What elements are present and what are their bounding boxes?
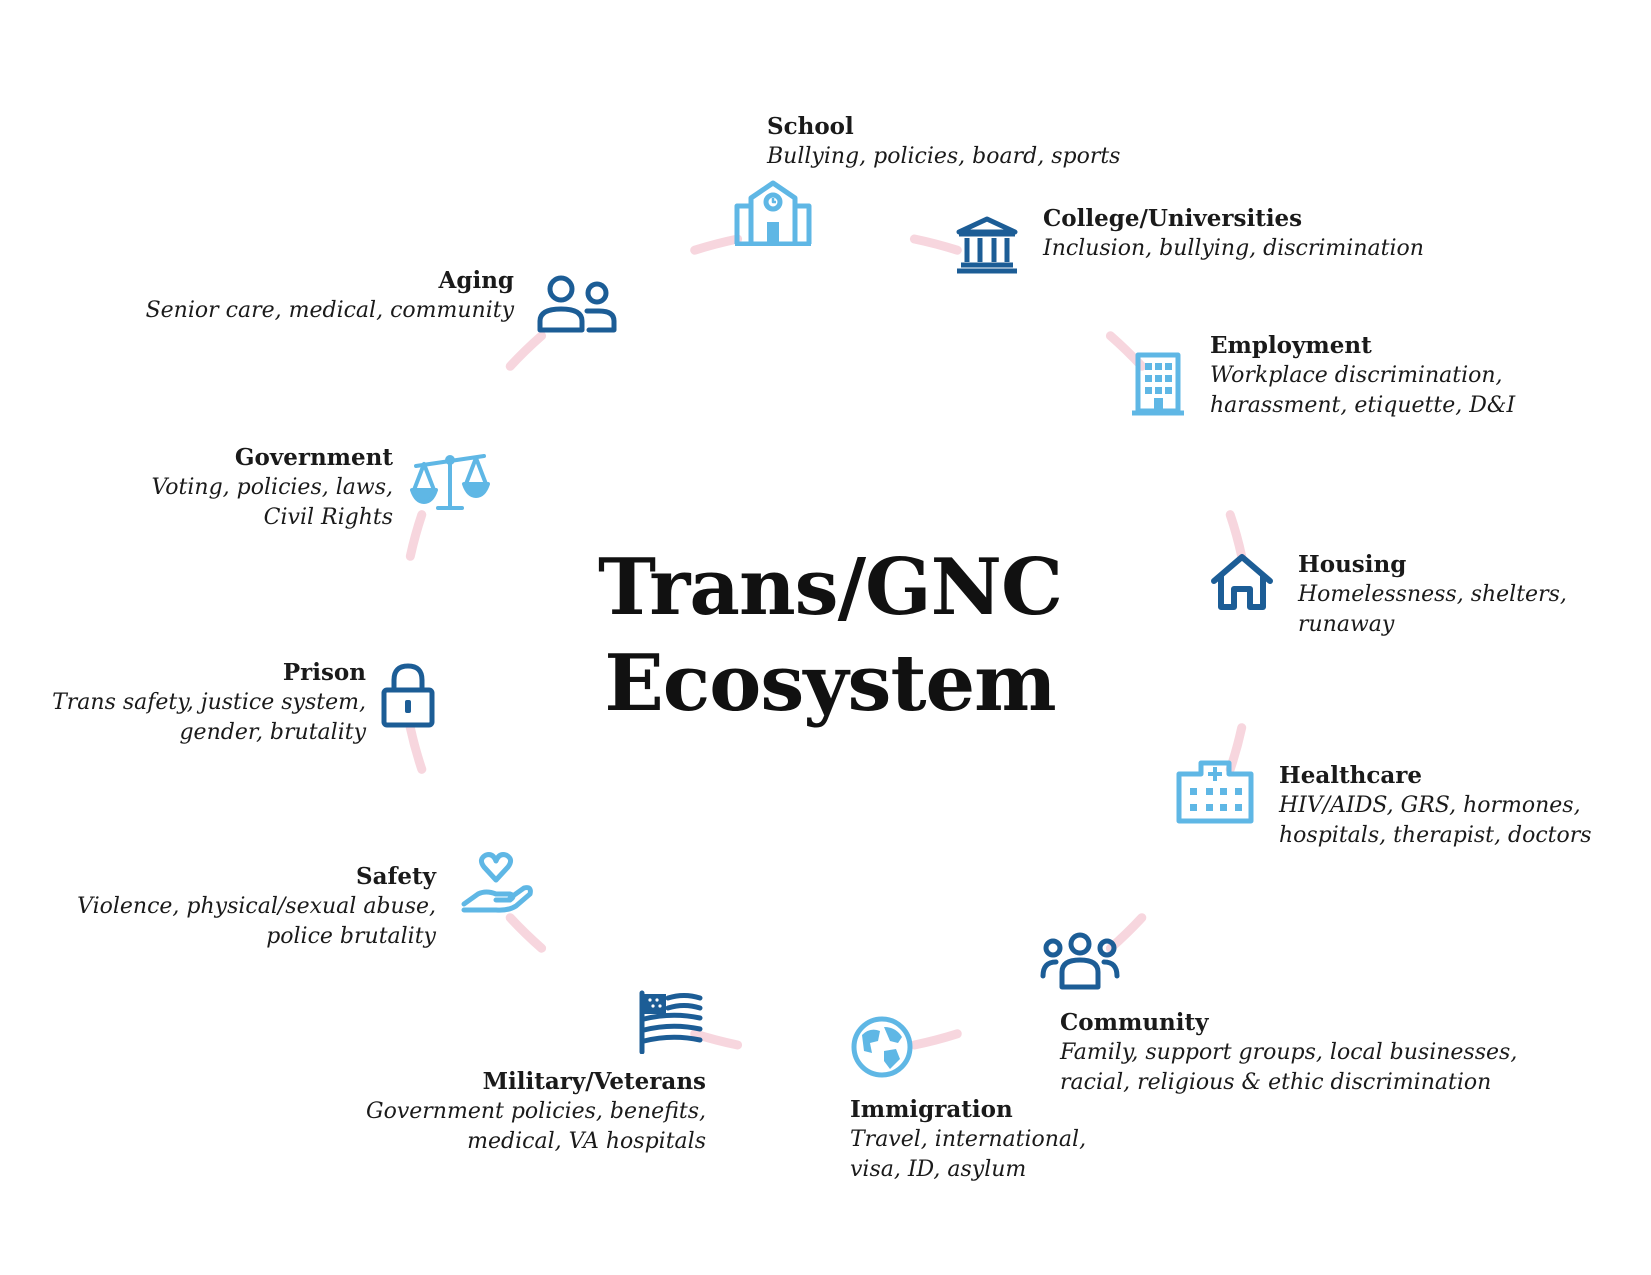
node-aging-label: Aging — [438, 267, 514, 294]
community-group-icon — [1040, 932, 1120, 995]
node-safety-desc-2: police brutality — [266, 924, 436, 949]
house-icon — [1210, 553, 1274, 616]
flag-icon — [638, 990, 704, 1059]
node-military-desc-2: medical, VA hospitals — [467, 1129, 706, 1154]
node-prison-desc-1: Trans safety, justice system, — [52, 690, 366, 715]
node-housing: Housing Homelessness, shelters, runaway — [1298, 550, 1567, 640]
globe-icon — [850, 1015, 914, 1084]
ring-arc-community — [909, 1029, 962, 1050]
college-icon — [955, 216, 1019, 279]
node-government-desc-1: Voting, policies, laws, — [151, 475, 393, 500]
diagram-title: Trans/GNC Ecosystem — [555, 540, 1105, 732]
node-safety: Safety Violence, physical/sexual abuse, … — [77, 862, 436, 952]
ring-arc-safety — [405, 723, 427, 774]
school-icon — [733, 180, 813, 251]
node-housing-desc-2: runaway — [1298, 612, 1395, 637]
hospital-icon — [1175, 760, 1255, 829]
node-healthcare-desc-2: hospitals, therapist, doctors — [1279, 823, 1592, 848]
node-healthcare-label: Healthcare — [1279, 762, 1423, 789]
node-government-desc-2: Civil Rights — [263, 505, 393, 530]
ring-arc-employment — [1225, 510, 1247, 561]
node-employment: Employment Workplace discrimination, har… — [1210, 331, 1515, 421]
node-immigration: Immigration Travel, international, visa,… — [850, 1095, 1086, 1185]
ring-arc-college — [1105, 331, 1147, 371]
node-community: Community Family, support groups, local … — [1060, 1008, 1517, 1098]
node-healthcare: Healthcare HIV/AIDS, GRS, hormones, hosp… — [1279, 761, 1592, 851]
node-employment-desc-2: harassment, etiquette, D&I — [1210, 393, 1516, 418]
node-healthcare-desc-1: HIV/AIDS, GRS, hormones, — [1279, 793, 1581, 818]
ring-arc-immigration — [690, 1029, 743, 1050]
node-community-desc-1: Family, support groups, local businesses… — [1060, 1040, 1518, 1065]
node-employment-desc-1: Workplace discrimination, — [1210, 363, 1503, 388]
node-prison-desc-2: gender, brutality — [179, 720, 366, 745]
node-community-label: Community — [1060, 1009, 1209, 1036]
node-aging-desc-1: Senior care, medical, community — [145, 298, 514, 323]
node-school: School Bullying, policies, board, sports — [767, 112, 1120, 172]
node-prison: Prison Trans safety, justice system, gen… — [52, 658, 366, 748]
node-safety-label: Safety — [355, 863, 436, 890]
node-school-label: School — [767, 113, 854, 140]
ring-arc-school — [909, 234, 962, 255]
ring-arc-government — [505, 331, 547, 371]
node-school-desc-1: Bullying, policies, board, sports — [767, 144, 1121, 169]
node-housing-label: Housing — [1298, 551, 1407, 578]
node-housing-desc-1: Homelessness, shelters, — [1298, 582, 1567, 607]
node-government: Government Voting, policies, laws, Civil… — [151, 443, 393, 533]
ring-arc-healthcare — [1105, 913, 1147, 953]
node-employment-label: Employment — [1210, 332, 1372, 359]
node-college-label: College/Universities — [1043, 205, 1303, 232]
node-safety-desc-1: Violence, physical/sexual abuse, — [77, 894, 436, 919]
node-community-desc-2: racial, religious & ethic discrimination — [1060, 1070, 1492, 1095]
node-college-desc-1: Inclusion, bullying, discrimination — [1043, 236, 1424, 261]
title-line-2: Ecosystem — [604, 638, 1056, 729]
ring-arc-prison — [405, 510, 427, 561]
ring-arc-aging — [690, 234, 743, 255]
scales-icon — [410, 448, 490, 517]
node-immigration-label: Immigration — [850, 1096, 1013, 1123]
people-icon — [537, 275, 617, 340]
node-prison-label: Prison — [282, 659, 366, 686]
node-military-label: Military/Veterans — [482, 1068, 706, 1095]
node-government-label: Government — [234, 444, 393, 471]
node-aging: Aging Senior care, medical, community — [146, 266, 514, 326]
node-college: College/Universities Inclusion, bullying… — [1043, 204, 1424, 264]
node-immigration-desc-2: visa, ID, asylum — [850, 1157, 1027, 1182]
heart-hand-icon — [460, 850, 534, 919]
padlock-icon — [380, 662, 436, 733]
node-immigration-desc-1: Travel, international, — [850, 1127, 1087, 1152]
node-military: Military/Veterans Government policies, b… — [366, 1067, 706, 1157]
ring-arc-military — [505, 913, 547, 953]
node-military-desc-1: Government policies, benefits, — [366, 1099, 706, 1124]
title-line-1: Trans/GNC — [597, 542, 1063, 633]
office-building-icon — [1130, 352, 1186, 421]
